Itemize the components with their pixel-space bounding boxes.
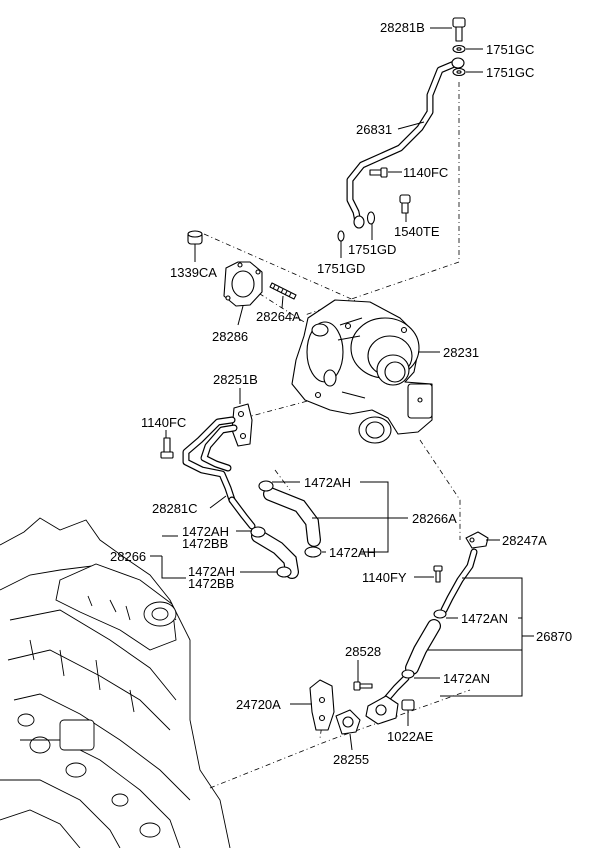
stud-28264A (269, 282, 297, 300)
label-24720A: 24720A (236, 697, 281, 712)
hose-28266 (251, 529, 299, 579)
label-26870: 26870 (536, 629, 572, 644)
label-1140FY: 1140FY (362, 570, 407, 585)
engine-block (0, 517, 231, 848)
label-28281B: 28281B (380, 20, 425, 35)
washer-1751GC-lower (452, 67, 466, 77)
label-1751GC-lower: 1751GC (486, 65, 534, 80)
label-28266: 28266 (110, 549, 146, 564)
label-1751GD-a: 1751GD (348, 242, 396, 257)
label-1540TE: 1540TE (394, 224, 440, 239)
label-1472AH-d: 1472AH (188, 564, 235, 579)
label-28247A: 28247A (502, 533, 547, 548)
label-1339CA: 1339CA (170, 265, 217, 280)
bracket-24720A (309, 679, 335, 731)
label-28231: 28231 (443, 345, 479, 360)
nut-1022AE (401, 699, 415, 711)
leader-lines (150, 27, 534, 751)
gasket-28255 (335, 709, 361, 735)
label-28266A: 28266A (412, 511, 457, 526)
clamp-1472AH-a (258, 480, 274, 492)
gasket-28247A (465, 531, 489, 549)
hose-28266A (263, 487, 321, 547)
label-1472AN-a: 1472AN (461, 611, 508, 626)
clamp-1472AH-d (276, 566, 292, 578)
label-1472AH-c: 1472AH (329, 545, 376, 560)
washer-1751GC-upper (452, 44, 466, 54)
washer-1751GD-a (366, 211, 376, 225)
washer-1751GD-b (337, 230, 345, 242)
return-pipe-26870 (380, 548, 478, 706)
label-1472BB-b: 1472BB (188, 576, 234, 591)
bolt-1140FC-lower (160, 437, 174, 459)
label-28255: 28255 (333, 752, 369, 767)
label-26831: 26831 (356, 122, 392, 137)
banjo-bolt-28281B (452, 17, 466, 42)
label-28286: 28286 (212, 329, 248, 344)
bolt-28528 (353, 681, 373, 691)
label-1140FC-lower: 1140FC (141, 415, 186, 430)
clamp-1472AH-b (250, 526, 266, 538)
bolt-1140FC-upper (369, 167, 388, 178)
label-1751GD-b: 1751GD (317, 261, 365, 276)
label-1022AE: 1022AE (387, 729, 434, 744)
gasket-28286 (223, 261, 263, 307)
label-28264A: 28264A (256, 309, 301, 324)
water-pipe-28281C (182, 416, 256, 530)
label-1140FC-upper: 1140FC (403, 165, 448, 180)
nut-1339CA (187, 230, 203, 245)
bolt-1540TE (399, 194, 411, 214)
flange-28255 (365, 695, 399, 725)
bolt-1140FY (433, 565, 443, 583)
label-1472AH-b: 1472AH (182, 524, 229, 539)
label-1472AN-b: 1472AN (443, 671, 490, 686)
label-28251B: 28251B (213, 372, 258, 387)
part-labels: 28281B 1751GC 1751GC 26831 1140FC 1540TE… (110, 20, 572, 767)
clamp-1472AH-c (304, 546, 322, 558)
label-1472BB-a: 1472BB (182, 536, 228, 551)
label-28528: 28528 (345, 644, 381, 659)
label-1472AH-a: 1472AH (304, 475, 351, 490)
label-1751GC-upper: 1751GC (486, 42, 534, 57)
turbocharger-28231 (291, 299, 433, 444)
label-28281C: 28281C (152, 501, 198, 516)
